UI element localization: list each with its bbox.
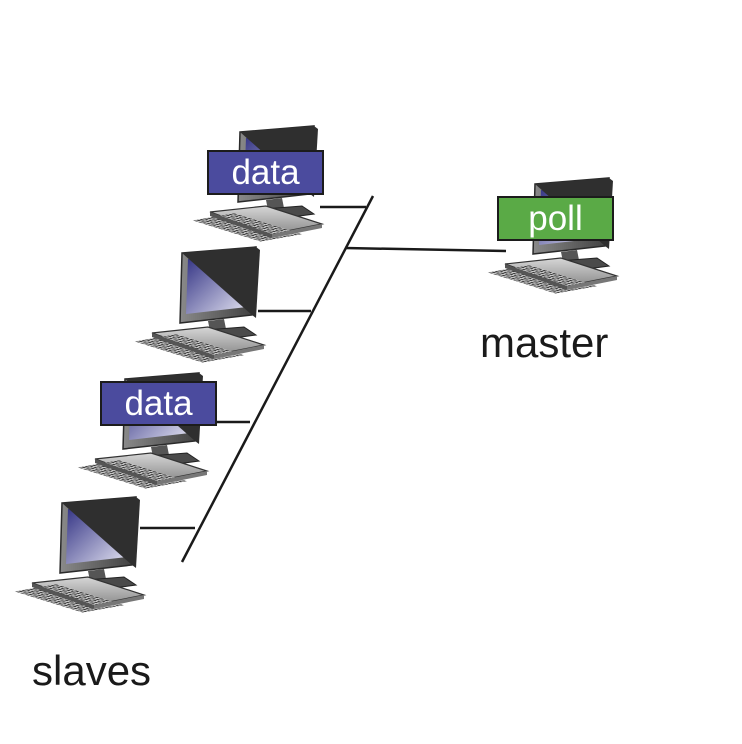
network-cables [140,195,507,563]
slave-4-computer-icon [13,496,145,614]
master-poll-tag: poll [497,196,614,241]
slaves-label: slaves [32,647,152,694]
slave-3-data-tag: data [100,381,217,426]
slave-1-data-tag: data [207,150,324,195]
master-label: master [480,319,609,366]
shared-bus-line [180,195,375,563]
master-link [344,246,507,253]
slave-2-computer-icon [133,246,265,364]
